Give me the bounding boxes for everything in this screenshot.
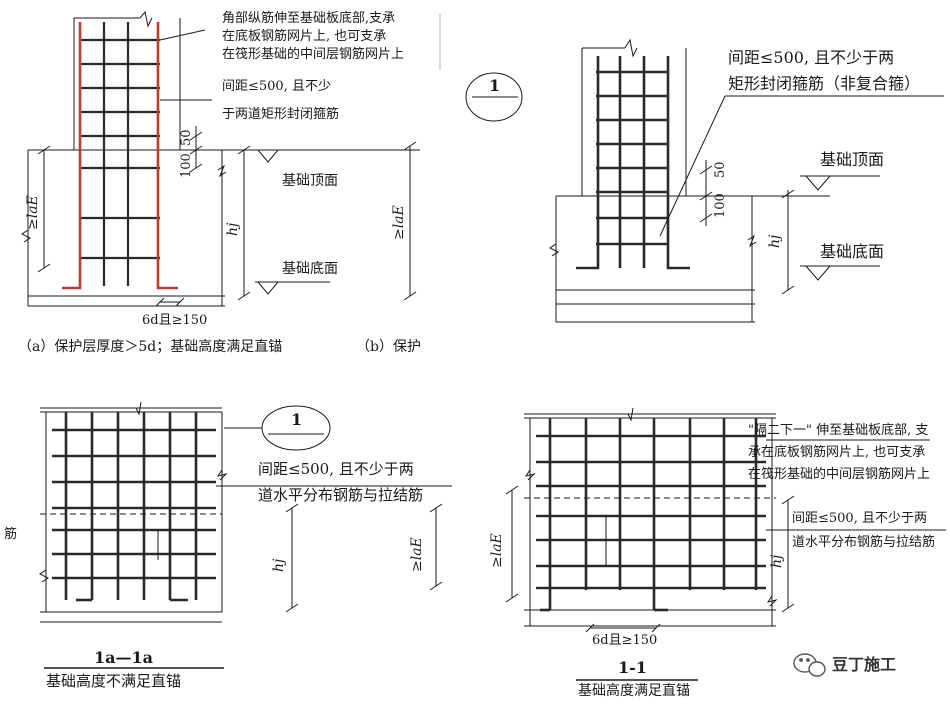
panel-a-dim-100: 100 — [179, 153, 194, 178]
panel-a-note2-line1: 间距≤500, 且不少 — [222, 79, 331, 94]
panel-a-top-label: 基础顶面 — [282, 173, 338, 189]
panel-c-side-char: 筋 — [4, 527, 18, 542]
panel-a-lae-left: ≥laE — [25, 195, 41, 230]
panel-d-subtitle: 基础高度满足直锚 — [578, 683, 690, 699]
panel-c-lae: ≥laE — [409, 537, 425, 572]
panel-a-note1-line1: 角部纵筋伸至基础板底部,支承 — [222, 11, 396, 26]
panel-a-bottom-label: 基础底面 — [282, 261, 338, 277]
panel-b-drawing — [465, 38, 944, 323]
panel-c-note-line1: 间距≤500, 且不少于两 — [258, 460, 414, 478]
panel-b-dim-50: 50 — [713, 161, 728, 178]
panel-c-section-no: 1 — [291, 410, 303, 429]
panel-b-bottom-label: 基础底面 — [820, 242, 885, 261]
panel-a-dim-50: 50 — [179, 129, 194, 146]
panel-c-subtitle: 基础高度不满足直锚 — [46, 672, 182, 690]
panel-a-hj: hj — [225, 222, 241, 236]
panel-b-note-line2: 矩形封闭箍筋（非复合箍） — [728, 74, 921, 93]
panel-a-caption: （a）保护层厚度＞5d；基础高度满足直锚 — [18, 339, 283, 355]
panel-d-note1-line1: "隔二下一" 伸至基础板底部, 支 — [748, 423, 929, 438]
panel-d-note2-line1: 间距≤500, 且不少于两 — [792, 511, 927, 526]
panel-a-bottom-dim: 6d且≥150 — [142, 313, 208, 328]
panel-b-dim-100: 100 — [713, 193, 728, 218]
panel-b-section-no: 1 — [489, 76, 501, 95]
panel-c-hj: hj — [271, 558, 287, 572]
panel-d-hj: hj — [769, 554, 785, 568]
panel-d-lae: ≥laE — [489, 533, 505, 568]
panel-d-bottom-dim: 6d且≥150 — [592, 633, 658, 648]
panel-b-hj: hj — [767, 234, 783, 248]
panel-c-note-line2: 道水平分布钢筋与拉结筋 — [258, 486, 424, 504]
panel-c-drawing — [39, 401, 452, 669]
panel-b-note-line1: 间距≤500, 且不少于两 — [728, 48, 895, 67]
panel-a-note1-line3: 在筏形基础的中间层钢筋网片上 — [222, 47, 405, 62]
watermark-text: 豆丁施工 — [832, 655, 897, 674]
panel-d-drawing — [505, 407, 946, 681]
panel-a-drawing — [21, 10, 441, 307]
panel-c-title: 1a—1a — [94, 648, 153, 667]
panel-b-top-label: 基础顶面 — [820, 150, 885, 169]
panel-d-title: 1-1 — [618, 658, 647, 677]
wechat-icon — [793, 653, 826, 677]
panel-d-note1-line2: 承在底板钢筋网片上, 也可支承 — [748, 445, 926, 460]
panel-a-lae-right: ≥laE — [391, 205, 407, 240]
panel-d-note1-line3: 在筏形基础的中间层钢筋网片上 — [748, 467, 931, 482]
panel-a-note1-line2: 在底板钢筋网片上, 也可支承 — [222, 29, 387, 44]
panel-d-note2-line2: 道水平分布钢筋与拉结筋 — [792, 535, 936, 550]
panel-b-caption: （b）保护 — [356, 339, 421, 355]
panel-a-note2-line2: 于两道矩形封闭箍筋 — [222, 107, 340, 122]
